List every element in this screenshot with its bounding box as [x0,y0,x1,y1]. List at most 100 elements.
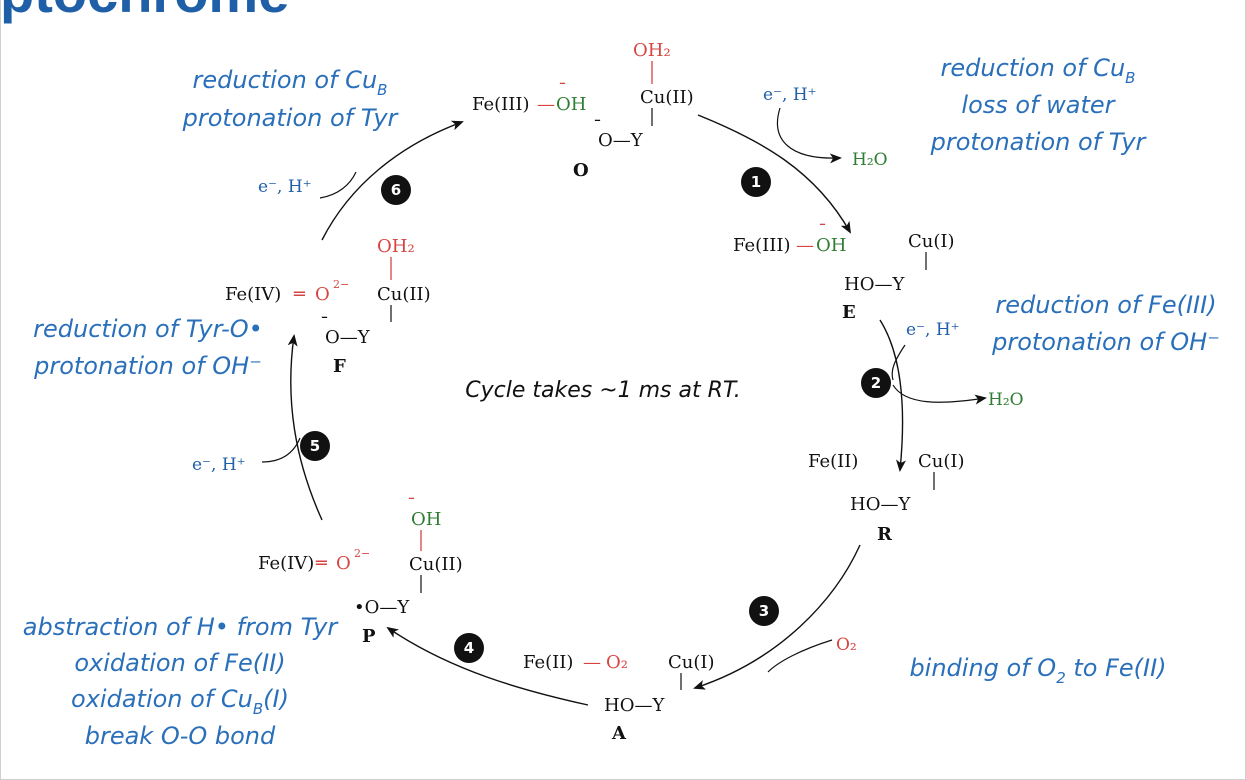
reagent-arrows [261,107,987,673]
note-step1-line1: reduction of CuB [941,54,1136,87]
state-P-oh-charge: ¯ [407,495,416,516]
note-step4-line3: oxidation of CuB(I) [71,685,289,718]
step-badge-1 [741,167,771,197]
state-E-cu: Cu(I) [908,231,955,252]
state-A-bond: — [583,652,601,673]
state-A-cu: Cu(I) [668,652,715,673]
note-step2-line2: protonation of OH⁻ [991,328,1220,356]
state-F-oh2: OH₂ [377,236,415,257]
state-F: Fe(IV) ═ O 2− OH₂ Cu(II) ¯ O—Y F [225,236,431,377]
state-A-fe: Fe(II) [523,652,573,673]
state-A-hoy: HO—Y [604,695,665,716]
state-P-charge: 2− [354,547,370,560]
state-E-oh: OH [816,235,846,256]
step-number-3: 3 [759,602,769,620]
arrow-F-to-O [321,120,464,241]
state-O: Fe(III) — ¯ OH OH₂ Cu(II) ¯ O—Y O [472,40,694,181]
state-O-o-charge: ¯ [593,117,602,138]
arrow-R-to-A [693,544,861,690]
state-F-o-charge: ¯ [320,314,329,335]
step-badge-4 [454,633,484,663]
state-R-hoy: HO—Y [850,494,911,515]
note-step4-line1: abstraction of H• from Tyr [23,613,340,641]
note-step6-line1: reduction of CuB [193,66,388,99]
slide-title-fragment: ptochrome [0,0,520,30]
arrow-O-to-E [697,114,851,234]
state-O-oy: O—Y [598,130,644,151]
state-F-oy: O—Y [325,327,371,348]
arrow-step2-water-out [892,384,987,405]
slide-title-text: ptochrome [0,0,289,25]
state-R-label: R [877,524,893,545]
arrow-step3-o2-in [767,639,833,673]
state-O-bond: — [537,94,555,115]
step-badge-2 [861,368,891,398]
note-step2-line1: reduction of Fe(III) [995,291,1216,319]
state-R: Fe(II) Cu(I) HO—Y R [808,451,965,545]
step-number-1: 1 [751,173,761,191]
state-E-oh-charge: ¯ [818,221,827,242]
step-number-4: 4 [464,639,474,657]
arrow-step6-in [319,171,357,199]
step1-reagent-in: e⁻, H⁺ [763,85,817,105]
state-F-o: O [315,284,330,305]
state-P-fe: Fe(IV) [258,553,314,574]
step2-reagent-in: e⁻, H⁺ [906,320,960,340]
cycle-arrows [287,114,906,706]
state-R-cu: Cu(I) [918,451,965,472]
arrow-A-to-P [386,626,589,706]
state-A-label: A [611,723,627,744]
state-F-charge: 2− [333,278,349,291]
state-P-cu: Cu(II) [409,554,463,575]
note-step3-line1: binding of O2 to Fe(II) [909,654,1166,687]
state-O-oh: OH [556,94,586,115]
state-O-label: O [573,160,589,181]
arrow-step1-water-out [776,107,842,164]
state-P-o: O [336,553,351,574]
state-R-fe: Fe(II) [808,451,858,472]
state-O-cu: Cu(II) [640,87,694,108]
state-A: Fe(II) — O₂ Cu(I) HO—Y A [523,652,715,744]
state-O-oh2: OH₂ [633,40,671,61]
step-badge-5 [300,431,330,461]
reagent-labels: e⁻, H⁺ H₂O e⁻, H⁺ H₂O O₂ e⁻, H⁺ e⁻, H⁺ [192,85,1024,655]
state-P-oh: OH [411,509,441,530]
note-step4-line4: break O-O bond [85,722,276,750]
state-E: Fe(III) — ¯ OH Cu(I) HO—Y E [733,221,955,323]
state-F-cu: Cu(II) [377,284,431,305]
state-E-bond: — [796,235,814,256]
note-step1-line3: protonation of Tyr [930,128,1148,156]
state-P-dbl: ═ [315,553,328,574]
state-O-fe: Fe(III) [472,94,530,115]
state-F-fe: Fe(IV) [225,284,281,305]
step5-reagent-in: e⁻, H⁺ [192,455,246,475]
state-P-label: P [362,626,376,647]
step2-water-out: H₂O [988,390,1024,410]
step3-o2-in: O₂ [836,635,857,655]
note-step4-line2: oxidation of Fe(II) [74,649,285,677]
state-E-label: E [842,302,856,323]
note-step5-line2: protonation of OH⁻ [33,352,262,380]
state-O-oh-charge: ¯ [558,80,567,101]
state-F-label: F [333,356,346,377]
step1-water-out: H₂O [852,150,888,170]
state-P: Fe(IV) ═ O 2− ¯ OH Cu(II) •O—Y P [258,495,463,647]
arrow-step5-in [261,437,301,463]
arrow-step2-in [891,344,906,381]
step-number-5: 5 [310,437,320,455]
state-E-fe: Fe(III) [733,235,791,256]
state-E-hoy: HO—Y [844,274,905,295]
cycle-time-note: Cycle takes ~1 ms at RT. [465,378,740,403]
step-number-6: 6 [391,181,401,199]
annotation-notes: reduction of CuB protonation of Tyr redu… [23,54,1220,750]
state-P-radical-oy: •O—Y [354,597,410,618]
state-A-o2: O₂ [606,652,628,673]
arrow-E-to-R [879,319,906,472]
note-step6-line2: protonation of Tyr [182,104,400,132]
note-step1-line2: loss of water [961,91,1116,119]
note-step5-line1: reduction of Tyr-O• [33,315,263,343]
step6-reagent-in: e⁻, H⁺ [258,177,312,197]
state-F-dbl: ═ [293,284,306,305]
step-number-2: 2 [871,374,881,392]
